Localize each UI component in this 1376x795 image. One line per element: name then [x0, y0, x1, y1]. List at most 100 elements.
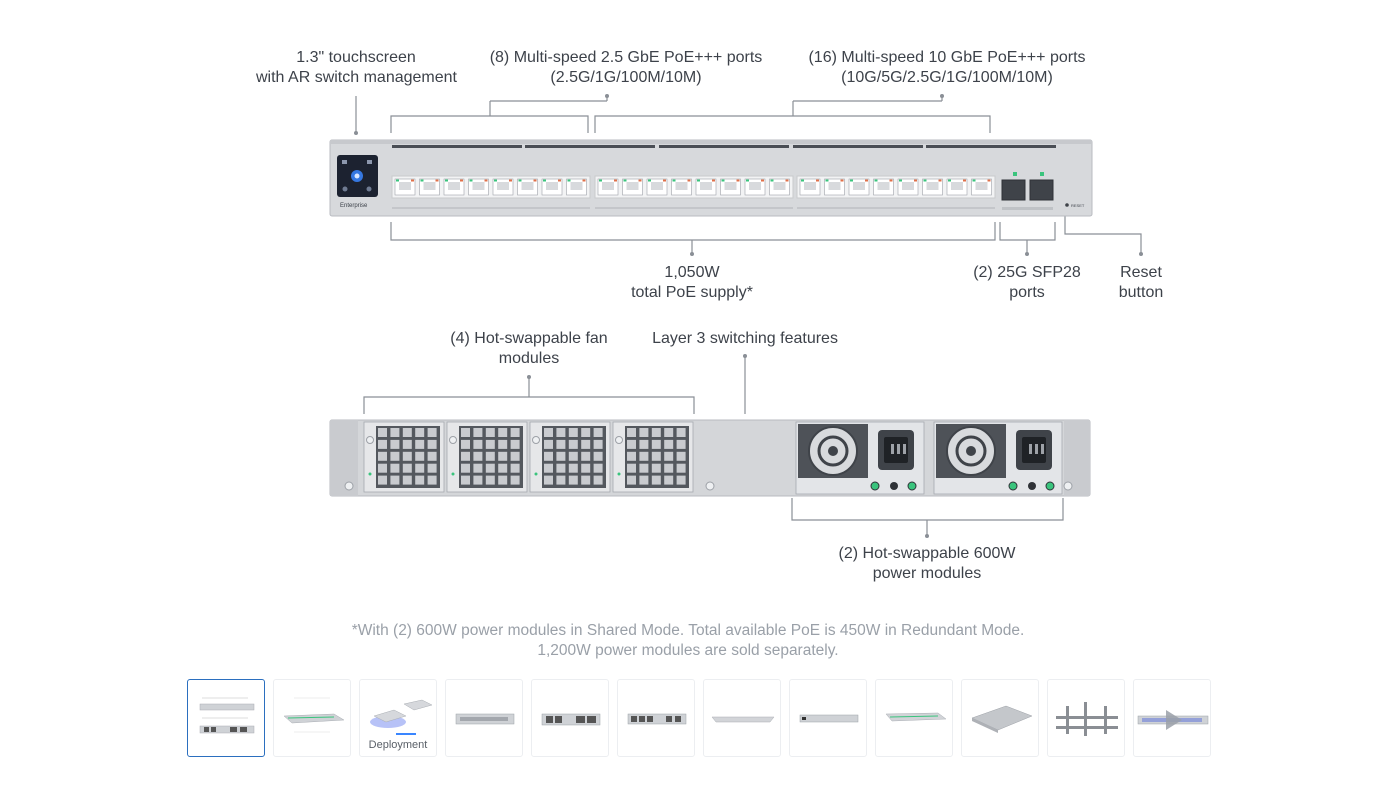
port-led [623, 179, 627, 182]
fan-grille-cell [402, 451, 412, 461]
fan-grille-cell [473, 475, 483, 485]
fan-led [368, 472, 372, 476]
rj45-jack [521, 182, 534, 190]
port-led [396, 179, 399, 182]
fan-grille-cell [378, 428, 387, 437]
thumbnail-9[interactable] [875, 679, 953, 757]
fan-grille-cell [378, 451, 387, 461]
fan-grille-cell [568, 439, 578, 449]
port-led [770, 179, 774, 182]
reset-pinhole [1065, 203, 1069, 207]
thumbscrew [366, 436, 374, 444]
ac-pin [1041, 444, 1044, 454]
fan-led [451, 472, 455, 476]
rj45-ports [394, 178, 992, 196]
fan-grille-cell [581, 451, 591, 461]
thumb-switch-front-icon [455, 713, 515, 725]
thumbnail-6[interactable] [617, 679, 695, 757]
play-icon [1166, 710, 1182, 730]
port-led [948, 179, 951, 182]
rj45-jack [853, 182, 865, 190]
port-led [721, 179, 725, 182]
fan-grille-cell [651, 439, 661, 449]
fan-grille-cell [485, 475, 495, 485]
thumb-caption: Deployment [368, 739, 428, 751]
fan-grille-cell [593, 428, 603, 437]
port-led [558, 179, 561, 182]
fan-grille-cell [427, 463, 437, 473]
port-led [825, 179, 829, 182]
fan-grille-cell [581, 428, 591, 437]
fan-grille-cell [556, 463, 566, 473]
fan-grille-cell [627, 451, 636, 461]
fan-grille-cell [556, 439, 566, 449]
fan-grille-cell [581, 475, 591, 485]
thumbnail-8[interactable] [789, 679, 867, 757]
thumbnail-2[interactable] [273, 679, 351, 757]
fan-modules [363, 421, 694, 493]
fan-grille-cell [402, 463, 412, 473]
fan-grille-cell [427, 451, 437, 461]
port-led [509, 179, 512, 182]
fan-grille-cell [461, 439, 470, 449]
fan-grille-cell [639, 451, 649, 461]
rear-leader-lines [363, 356, 1064, 536]
fan-grille-cell [510, 451, 520, 461]
thumb-deployment-icon [370, 699, 433, 735]
fan-grille-cell [415, 463, 425, 473]
port-led [445, 179, 448, 182]
port-led [469, 179, 473, 182]
power-modules [795, 421, 1063, 495]
fan-grille-cell [664, 463, 674, 473]
thumbnail-4[interactable] [445, 679, 523, 757]
rear-leader-dots [527, 354, 929, 538]
port-led [638, 179, 642, 182]
fan-grille-cell [485, 463, 495, 473]
thumb-switch-side-icon [711, 716, 775, 723]
rj45-jack [804, 182, 816, 190]
thumbnail-5[interactable] [531, 679, 609, 757]
fan-grille-cell [390, 451, 400, 461]
thumbnail-1[interactable] [187, 679, 265, 757]
port-led [599, 179, 602, 182]
thumbnail-11[interactable] [1047, 679, 1125, 757]
thumbnail-12[interactable] [1133, 679, 1211, 757]
thumb-switch-top-icon [799, 714, 859, 723]
fan-grille-cell [427, 475, 437, 485]
fan-grille-cell [556, 428, 566, 437]
layer3-callout: Layer 3 switching features [652, 330, 838, 347]
fan-grille-cell [378, 463, 387, 473]
port-led [963, 179, 966, 182]
fan-grille-cell [544, 439, 553, 449]
fan-grille-cell [378, 439, 387, 449]
port-led [801, 179, 804, 182]
fan-grille-cell [485, 428, 495, 437]
thumb-switch-angle-icon [283, 697, 345, 733]
thumbnail-7[interactable] [703, 679, 781, 757]
thumb-diagram-icon [199, 697, 255, 734]
fan-grille-cell [544, 451, 553, 461]
front-brand-text: Enterprise [340, 203, 368, 209]
ac-inlet-socket [884, 437, 908, 463]
fan-grille-cell [556, 475, 566, 485]
fan-grille-cell [581, 463, 591, 473]
thumb-switch-rear-icon [541, 713, 601, 726]
rj45-jack [472, 182, 485, 190]
port-led [850, 179, 853, 182]
thumbnail-gallery: Deployment [187, 679, 1211, 757]
rj45-jack [497, 182, 509, 190]
psu-led [907, 481, 917, 491]
fan-grille-cell [461, 475, 470, 485]
fan-grille-cell [510, 475, 520, 485]
rj45-jack [951, 182, 963, 190]
fan-grille-cell [510, 439, 520, 449]
thumbnail-10[interactable] [961, 679, 1039, 757]
port-led [518, 179, 522, 182]
front-leader-lines [355, 96, 1142, 254]
rj45-jack [877, 182, 890, 190]
ac-pin [1029, 444, 1032, 454]
fan-grille-cell [568, 475, 578, 485]
ac-pin [897, 444, 900, 454]
thumbnail-3[interactable]: Deployment [359, 679, 437, 757]
psu-fan-hub [828, 446, 838, 456]
